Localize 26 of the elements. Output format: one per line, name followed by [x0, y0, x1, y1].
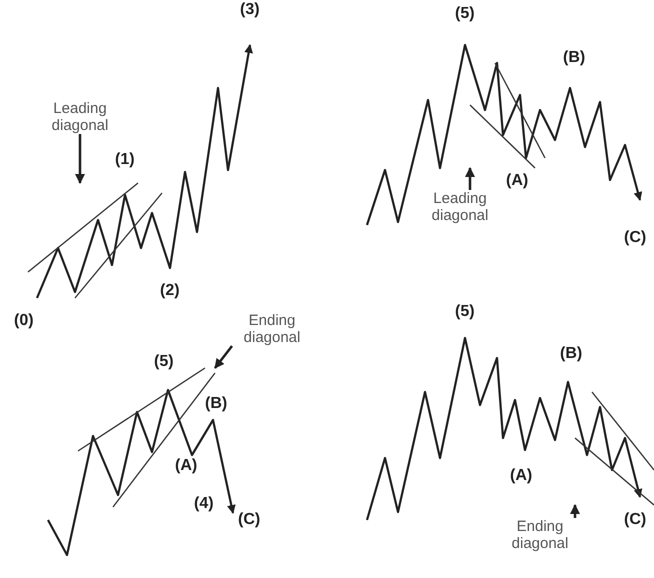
wave-label: (C) [624, 230, 646, 246]
wave-label: (B) [560, 346, 582, 362]
leader-arrow [214, 345, 233, 369]
wave-label: (0) [14, 313, 34, 329]
wave-label: (5) [455, 304, 475, 320]
leader-arrow [75, 134, 85, 184]
trend-channel [470, 62, 546, 168]
trend-channel [574, 392, 654, 506]
wave-label: (B) [563, 50, 586, 66]
callout-text: Ending diagonal [500, 518, 580, 552]
wave-label: (5) [455, 6, 475, 22]
trend-channel [28, 182, 162, 298]
wave-label: (B) [205, 396, 228, 412]
leader-arrow [570, 504, 580, 518]
wave-label: (2) [160, 283, 180, 299]
leader-arrow [465, 167, 475, 190]
wave-label: (3) [240, 2, 260, 18]
callout-text: Leading diagonal [40, 100, 120, 134]
wave-label: (1) [115, 152, 135, 168]
callout-text: Leading diagonal [420, 190, 500, 224]
wave-label: (A) [510, 468, 532, 484]
wave-label: (A) [175, 458, 198, 474]
callout-text: Ending diagonal [232, 312, 312, 346]
wave-label: (C) [238, 512, 260, 528]
wave-label: (5) [154, 354, 174, 370]
wave-label: (4) [194, 496, 214, 512]
